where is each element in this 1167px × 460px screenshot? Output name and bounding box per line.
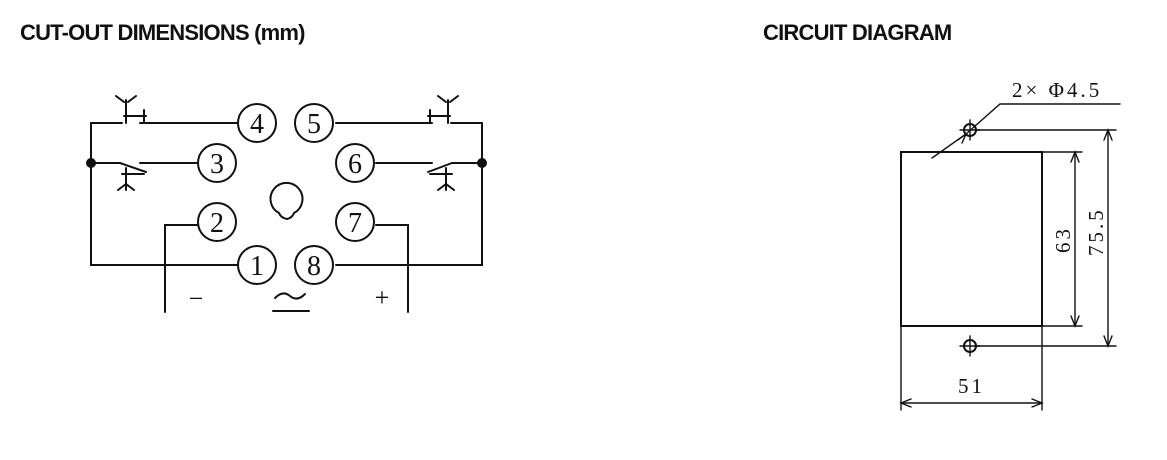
pin-circle-4 — [237, 103, 277, 143]
hole-spec-label: 2× Φ4.5 — [1012, 78, 1102, 102]
pin-label-2: 2 — [210, 208, 224, 239]
wire-pin7-supply — [375, 224, 409, 313]
switch-symbol-top-right — [427, 95, 459, 124]
wiring-diagram — [86, 95, 487, 313]
frame-left-wire — [90, 122, 239, 266]
pin-circle-7 — [335, 202, 375, 242]
pin-label-7: 7 — [348, 208, 362, 239]
junction-dot-right — [477, 158, 487, 168]
pin-label-6: 6 — [348, 149, 362, 180]
switch-symbol-bottom-left — [117, 167, 145, 191]
cutout-rectangle — [900, 151, 1043, 327]
ac-tilde-icon — [274, 292, 306, 300]
hole-leader-line — [931, 103, 1121, 159]
circuit-diagram-heading: CIRCUIT DIAGRAM — [763, 20, 952, 45]
pin-label-8: 8 — [307, 251, 321, 282]
wire-pin2-supply — [164, 224, 199, 313]
pin-label-1: 1 — [250, 251, 264, 282]
switch-blade-left — [119, 162, 147, 173]
pin-label-5: 5 — [307, 109, 321, 140]
switch-symbol-bottom-right — [429, 167, 455, 191]
pin-circle-5 — [294, 103, 334, 143]
pin-circle-2 — [197, 202, 237, 242]
pin-label-3: 3 — [210, 149, 224, 180]
dim-label-51: 51 — [958, 374, 985, 398]
dim-label-75: 75.5 — [1084, 207, 1108, 256]
socket-key-icon — [269, 181, 304, 221]
pin-circle-1 — [237, 245, 277, 285]
ext-lines-51 — [900, 325, 1043, 411]
pin-circle-8 — [294, 245, 334, 285]
switch-blade-right — [427, 162, 453, 173]
plus-label: + — [375, 283, 390, 312]
minus-label: − — [189, 284, 204, 313]
cutout-drawing — [899, 103, 1121, 411]
pin-circle-3 — [197, 143, 237, 183]
cutout-dimensions-heading: CUT-OUT DIMENSIONS (mm) — [20, 20, 306, 45]
ext-lines-75 — [975, 129, 1117, 347]
junction-dot-left — [86, 158, 96, 168]
dim-label-63: 63 — [1051, 226, 1075, 253]
switch-symbol-top-left — [115, 95, 147, 124]
frame-right-wire — [335, 122, 483, 266]
pin-circle-6 — [335, 143, 375, 183]
pin-label-4: 4 — [250, 109, 264, 140]
